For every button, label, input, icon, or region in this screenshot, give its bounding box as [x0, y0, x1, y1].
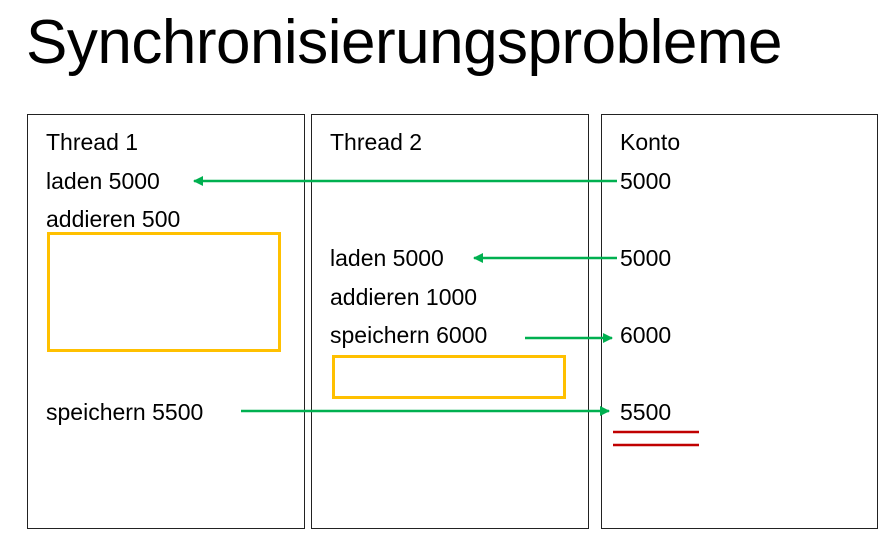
thread-1-step-add: addieren 500 [46, 206, 181, 232]
konto-value-3: 6000 [620, 322, 672, 348]
thread-2-step-load: laden 5000 [330, 245, 444, 271]
page-title: Synchronisierungsprobleme [26, 8, 783, 77]
thread-1-step-store: speichern 5500 [46, 399, 204, 425]
thread-1-column [27, 114, 305, 529]
thread-1-step-load: laden 5000 [46, 168, 160, 194]
thread-2-wait-box [332, 355, 566, 399]
konto-header: Konto [620, 129, 681, 155]
konto-value-4: 5500 [620, 399, 672, 425]
konto-value-2: 5000 [620, 245, 672, 271]
thread-2-step-store: speichern 6000 [330, 322, 488, 348]
thread-1-wait-box [47, 232, 281, 352]
thread-2-header: Thread 2 [330, 129, 423, 155]
thread-2-step-add: addieren 1000 [330, 284, 478, 310]
konto-value-1: 5000 [620, 168, 672, 194]
konto-column [601, 114, 878, 529]
thread-2-column [311, 114, 589, 529]
thread-1-header: Thread 1 [46, 129, 139, 155]
